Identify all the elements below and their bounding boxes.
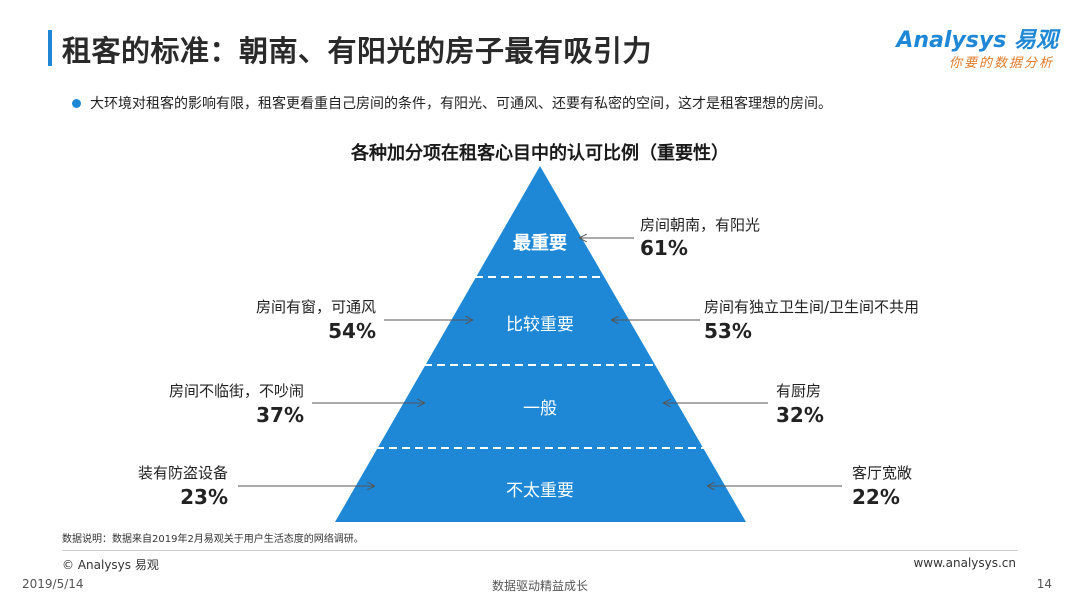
data-source-note: 数据说明：数据来自2019年2月易观关于用户生活态度的网络调研。 xyxy=(62,534,364,545)
date: 2019/5/14 xyxy=(22,577,84,591)
tier-less-important: 不太重要 xyxy=(506,481,574,501)
callout-value-quiet: 37% xyxy=(256,403,304,427)
page-number: 14 xyxy=(1036,577,1052,591)
page-title: 租客的标准：朝南、有阳光的房子最有吸引力 xyxy=(62,34,653,68)
logo-tagline: 你要的数据分析 xyxy=(948,56,1054,71)
diagram-title: 各种加分项在租客心目中的认可比例（重要性） xyxy=(351,143,729,164)
tier-fairly-important: 比较重要 xyxy=(506,315,574,335)
callout-value-security: 23% xyxy=(180,485,228,509)
analysys-logo: Analysys 易观 xyxy=(896,28,1058,53)
callout-label-kitchen: 有厨房 xyxy=(776,382,822,400)
callout-label-security: 装有防盗设备 xyxy=(137,464,228,482)
callout-label-quiet: 房间不临街，不吵闹 xyxy=(168,382,304,400)
tier-most-important: 最重要 xyxy=(513,233,567,254)
callout-label-window: 房间有窗，可通风 xyxy=(255,298,376,316)
website-link[interactable]: www.analysys.cn xyxy=(913,556,1016,570)
callout-value-private-bathroom: 53% xyxy=(704,319,752,343)
footer-divider xyxy=(62,550,1018,551)
callout-value-facing-south: 61% xyxy=(640,236,688,260)
pyramid-shape xyxy=(335,166,746,522)
bullet-icon xyxy=(72,99,81,108)
callout-value-window: 54% xyxy=(328,319,376,343)
title-accent-bar xyxy=(48,30,52,66)
callout-value-living-room: 22% xyxy=(852,485,900,509)
callout-label-living-room: 客厅宽敞 xyxy=(852,464,913,482)
callout-label-private-bathroom: 房间有独立卫生间/卫生间不共用 xyxy=(704,298,920,316)
callout-value-kitchen: 32% xyxy=(776,403,824,427)
copyright: © Analysys 易观 xyxy=(62,558,159,572)
slogan: 数据驱动精益成长 xyxy=(491,579,588,593)
callout-label-facing-south: 房间朝南，有阳光 xyxy=(640,216,761,234)
bullet-text: 大环境对租客的影响有限，租客更看重自己房间的条件，有阳光、可通风、还要有私密的空… xyxy=(90,96,832,112)
tier-average: 一般 xyxy=(523,399,557,419)
